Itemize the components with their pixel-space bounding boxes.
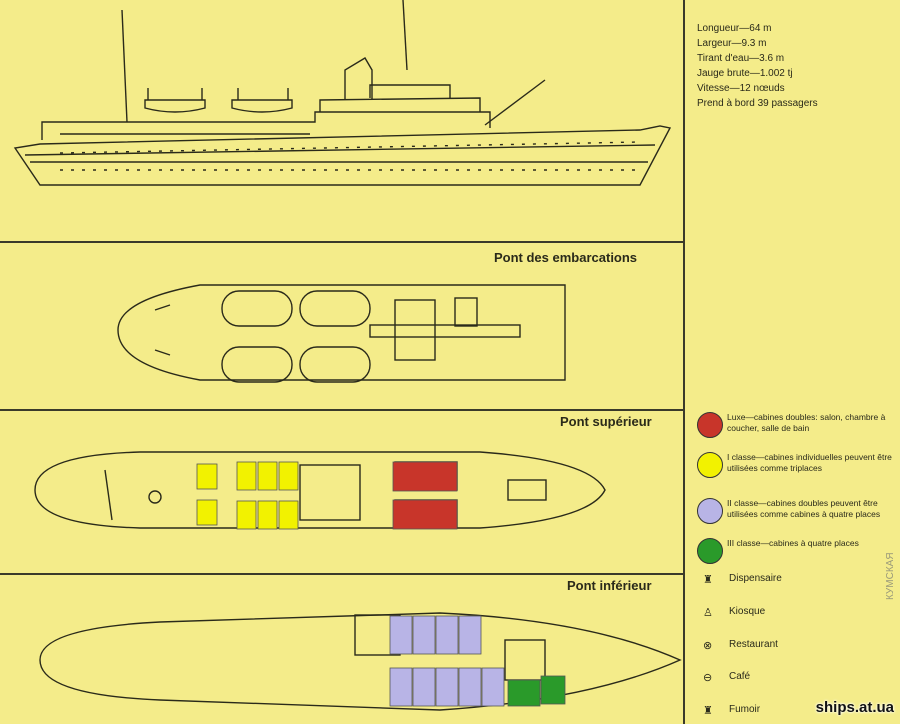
upper-deck-plan (34, 451, 606, 529)
restaurant-icon: ⊗ (703, 640, 713, 652)
boat-deck-title: Pont des embarcations (494, 250, 638, 265)
spec-draft: Tirant d'eau—3.6 m (697, 53, 785, 64)
legend-third-class-text: III classe—cabines à quatre places (727, 538, 859, 548)
legend-swatch-red (697, 412, 723, 438)
legend-second-class-text: II classe—cabines doubles peuvent être u… (727, 498, 881, 519)
site-watermark: ships.at.ua (815, 699, 894, 716)
boat-deck-plan (117, 284, 566, 383)
cabin-fills (196, 461, 566, 707)
symbol-restaurant: ⊗ Restaurant (703, 639, 778, 652)
symbol-kiosk: ♙ Kiosque (703, 606, 766, 619)
cafe-icon: ⊖ (703, 672, 713, 684)
legend-swatch-lavender (697, 498, 723, 524)
divider-1 (0, 241, 683, 243)
symbol-dispensary: ♜ Dispensaire (703, 573, 782, 586)
spec-speed: Vitesse—12 nœuds (697, 83, 785, 94)
upper-deck-title: Pont supérieur (560, 414, 652, 429)
spec-width: Largeur—9.3 m (697, 38, 767, 49)
kiosk-icon: ♙ (703, 607, 713, 619)
divider-2 (0, 409, 683, 411)
legend-swatch-yellow (697, 452, 723, 478)
symbol-cafe: ⊖ Café (703, 671, 751, 684)
legend-luxe-text: Luxe—cabines doubles: salon, chambre à c… (727, 412, 886, 433)
ship-specs: Longueur—64 m Largeur—9.3 m Tirant d'eau… (697, 21, 818, 111)
legend-first-class-text: I classe—cabines individuelles peuvent ê… (727, 452, 892, 473)
spec-length: Longueur—64 m (697, 23, 772, 34)
spec-tonnage: Jauge brute—1.002 tj (697, 68, 793, 79)
spec-passengers: Prend à bord 39 passagers (697, 98, 818, 109)
ship-profile (13, 0, 672, 186)
vertical-watermark: КУМСКАЯ (885, 552, 896, 600)
lower-deck-plan (39, 612, 682, 711)
symbol-smoking-room: ♜ Fumoir (703, 704, 761, 717)
ship-drawings (13, 0, 682, 711)
smoking-room-icon: ♜ (703, 705, 713, 717)
legend-swatch-green (697, 538, 723, 564)
vertical-divider (683, 0, 685, 724)
lower-deck-title: Pont inférieur (567, 578, 652, 593)
divider-3 (0, 573, 683, 575)
dispensary-icon: ♜ (703, 574, 713, 586)
